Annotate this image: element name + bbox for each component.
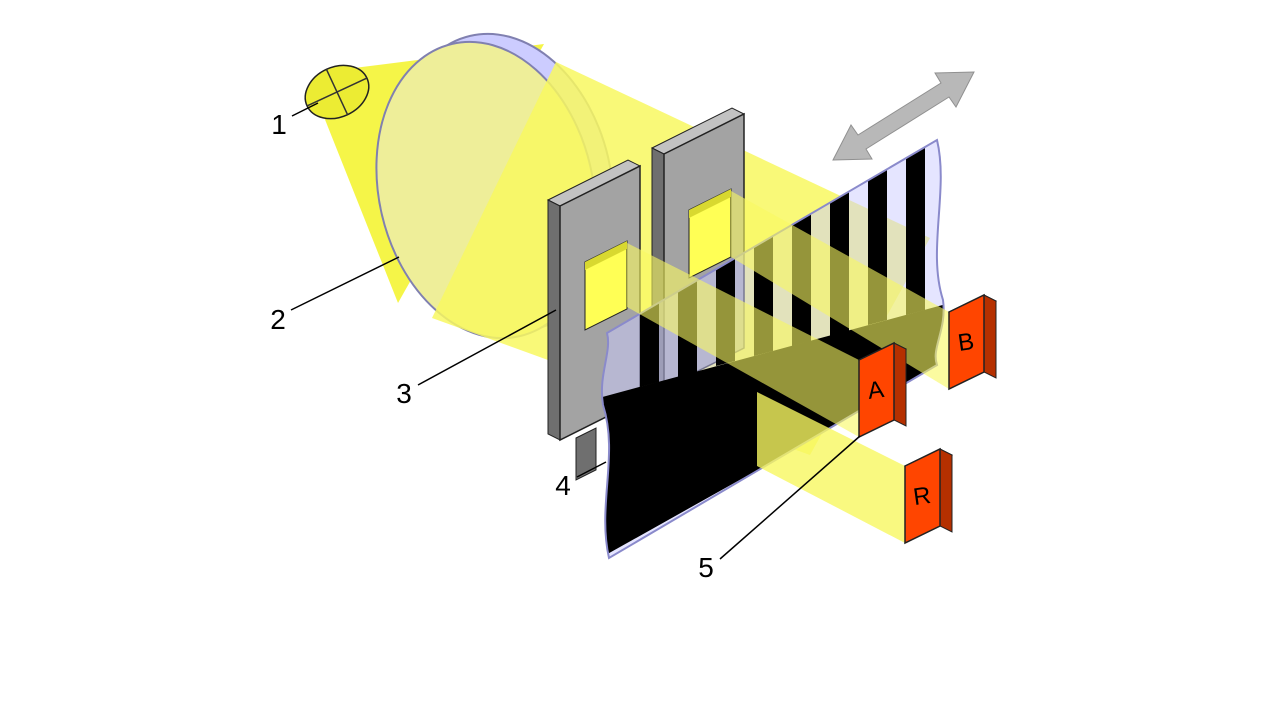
callout-1-label: 1 [271,109,287,140]
detector-r-face [904,447,941,545]
detector-a-side-face [893,342,907,427]
callout-4: 4 [555,461,607,501]
motion-arrow-icon [832,71,975,161]
detector-r-label: R [912,482,933,511]
detector-b: B [947,293,998,391]
callout-5-line [719,435,861,560]
callout-4-line [576,461,607,478]
scale-stripe [906,147,925,315]
detector-a: A [857,341,908,439]
callout-5-label: 5 [698,552,714,583]
light-source [304,64,370,120]
mask-left-side-face [547,199,561,441]
detector-r: R [903,447,954,545]
detector-r-side-face [939,448,953,533]
callout-3-label: 3 [396,378,412,409]
callout-2-label: 2 [270,304,286,335]
exit-beam-r [757,392,905,543]
callout-3-line [417,309,557,386]
callout-2: 2 [270,256,400,335]
callout-4-label: 4 [555,470,571,501]
mask-left-window-shade [585,241,627,270]
callout-2-line [290,256,400,311]
detector-b-side-face [983,294,997,379]
callout-3: 3 [396,309,557,409]
detector-b-label: B [956,328,976,357]
mask-mounting-tab [575,427,597,481]
detector-b-face [948,293,985,391]
detector-a-label: A [866,376,886,405]
callout-5: 5 [698,435,861,583]
mask-right-window-shade [689,189,731,218]
callout-1: 1 [271,102,319,140]
detector-a-face [858,341,895,439]
scale-stripe [640,303,659,387]
callout-1-line [291,102,319,117]
exit-beam-a [627,243,859,437]
exit-beam-b [731,191,949,389]
bulb-cross-vertical [325,69,349,115]
